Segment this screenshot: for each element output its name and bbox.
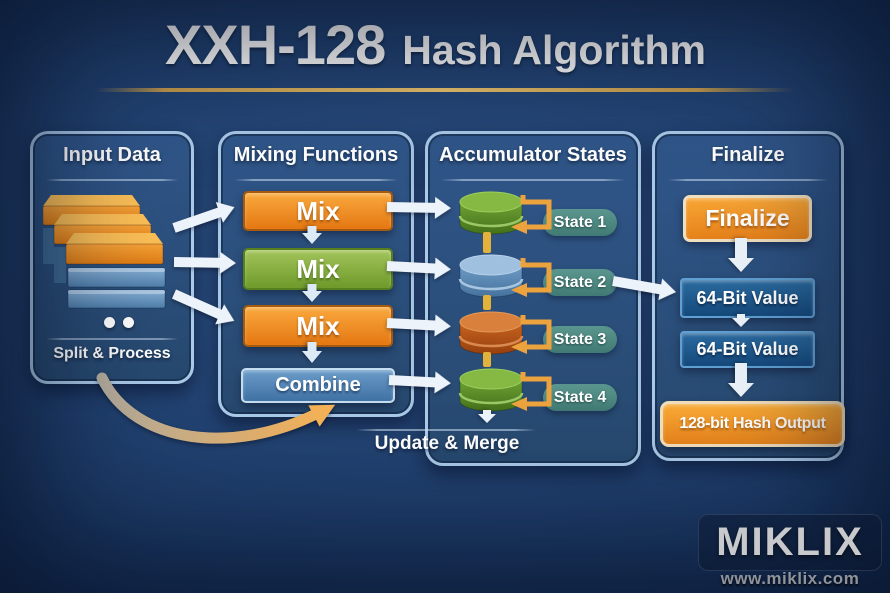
mix-box-1: Mix [243,191,393,231]
value-box-2: 64-Bit Value [680,331,815,368]
input-caption: Split & Process [53,345,171,362]
panel-accumulator-states: Accumulator States State 1 State 2 State… [356,131,641,466]
divider [234,179,398,181]
accumulator-cylinder-4 [458,368,524,412]
finalize-step-box: Finalize [683,195,812,242]
panel-input-title: Input Data [63,144,161,166]
panel-input-data: Input Data [30,131,194,384]
panel-mixing-functions: Mixing Functions Mix Mix Mix Combine [218,131,414,417]
mix-box-3: Mix [243,305,393,347]
panel-finalize-title: Finalize [711,144,785,166]
divider [356,429,536,431]
state-4-pill: State 4 [543,384,617,411]
state-2-pill: State 2 [543,269,617,296]
value-box-1: 64-Bit Value [680,278,815,318]
accumulator-cylinder-2 [458,254,524,298]
mix-box-2: Mix [243,248,393,290]
title-underline [95,88,795,92]
accumulator-cylinder-1 [458,191,524,235]
divider [46,338,178,340]
panel-accumulator-title: Accumulator States [439,144,627,166]
title-main: XXH-128 [165,13,386,76]
combine-box: Combine [241,368,395,403]
divider [441,179,625,181]
title-sub: Hash Algorithm [402,27,706,73]
dot [104,317,115,328]
panel-mixing-title: Mixing Functions [233,144,399,166]
brand-logo-text: MIKLIX [716,520,864,564]
input-data-stack-icon [43,195,166,309]
brand-website: www.miklix.com [720,569,860,588]
dot [123,317,134,328]
state-1-pill: State 1 [543,209,617,236]
accumulator-caption: Update & Merge [374,433,520,454]
accumulator-cylinder-3 [458,311,524,355]
hash-output-box: 128-bit Hash Output [660,401,845,447]
divider [668,179,828,181]
state-3-pill: State 3 [543,326,617,353]
panel-finalize: Finalize Finalize 64-Bit Value 64-Bit Va… [652,131,845,461]
ellipsis-dots [47,317,191,328]
page-title: XXH-128 Hash Algorithm [165,12,706,77]
brand-logo: MIKLIX [698,514,882,571]
data-slab-front [65,233,166,309]
divider [46,179,178,181]
